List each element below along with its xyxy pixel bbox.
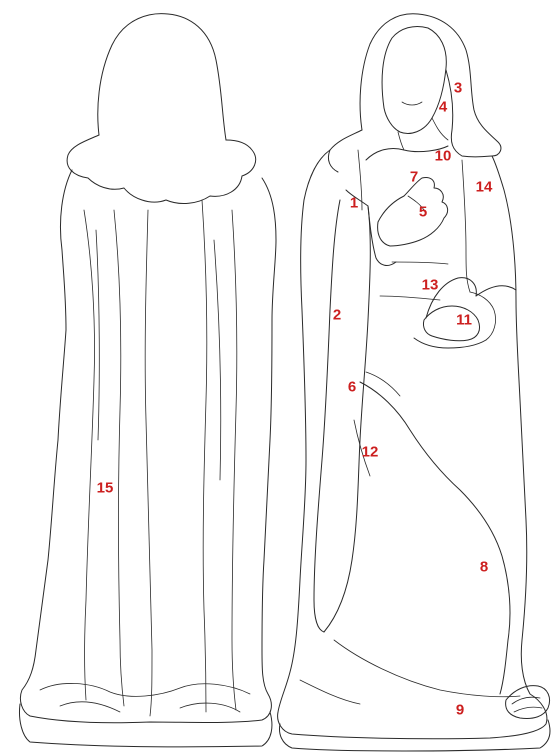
part-label-10: 10 (435, 149, 452, 164)
part-label-12: 12 (362, 445, 379, 460)
part-label-1: 1 (350, 196, 358, 211)
part-label-11: 11 (456, 313, 472, 328)
part-label-6: 6 (348, 380, 356, 395)
back-view-head (98, 14, 226, 140)
part-label-5: 5 (419, 205, 427, 220)
part-label-7: 7 (410, 170, 418, 185)
back-view-body-silhouette (20, 170, 276, 723)
front-view-face (382, 26, 446, 133)
front-view-raised-hand (378, 177, 448, 246)
part-label-2: 2 (333, 308, 341, 323)
part-label-3: 3 (454, 81, 462, 96)
part-label-15: 15 (97, 481, 114, 496)
front-view-hair (360, 14, 501, 156)
front-view-sandal (506, 686, 550, 719)
front-view-figure (278, 14, 550, 751)
part-label-4: 4 (439, 100, 447, 115)
part-label-8: 8 (480, 560, 488, 575)
back-view-base (19, 704, 271, 747)
part-label-14: 14 (476, 180, 493, 195)
part-label-9: 9 (456, 703, 464, 718)
part-label-13: 13 (422, 278, 439, 293)
back-view-hair-edge (67, 135, 256, 203)
back-view-figure (19, 14, 276, 747)
